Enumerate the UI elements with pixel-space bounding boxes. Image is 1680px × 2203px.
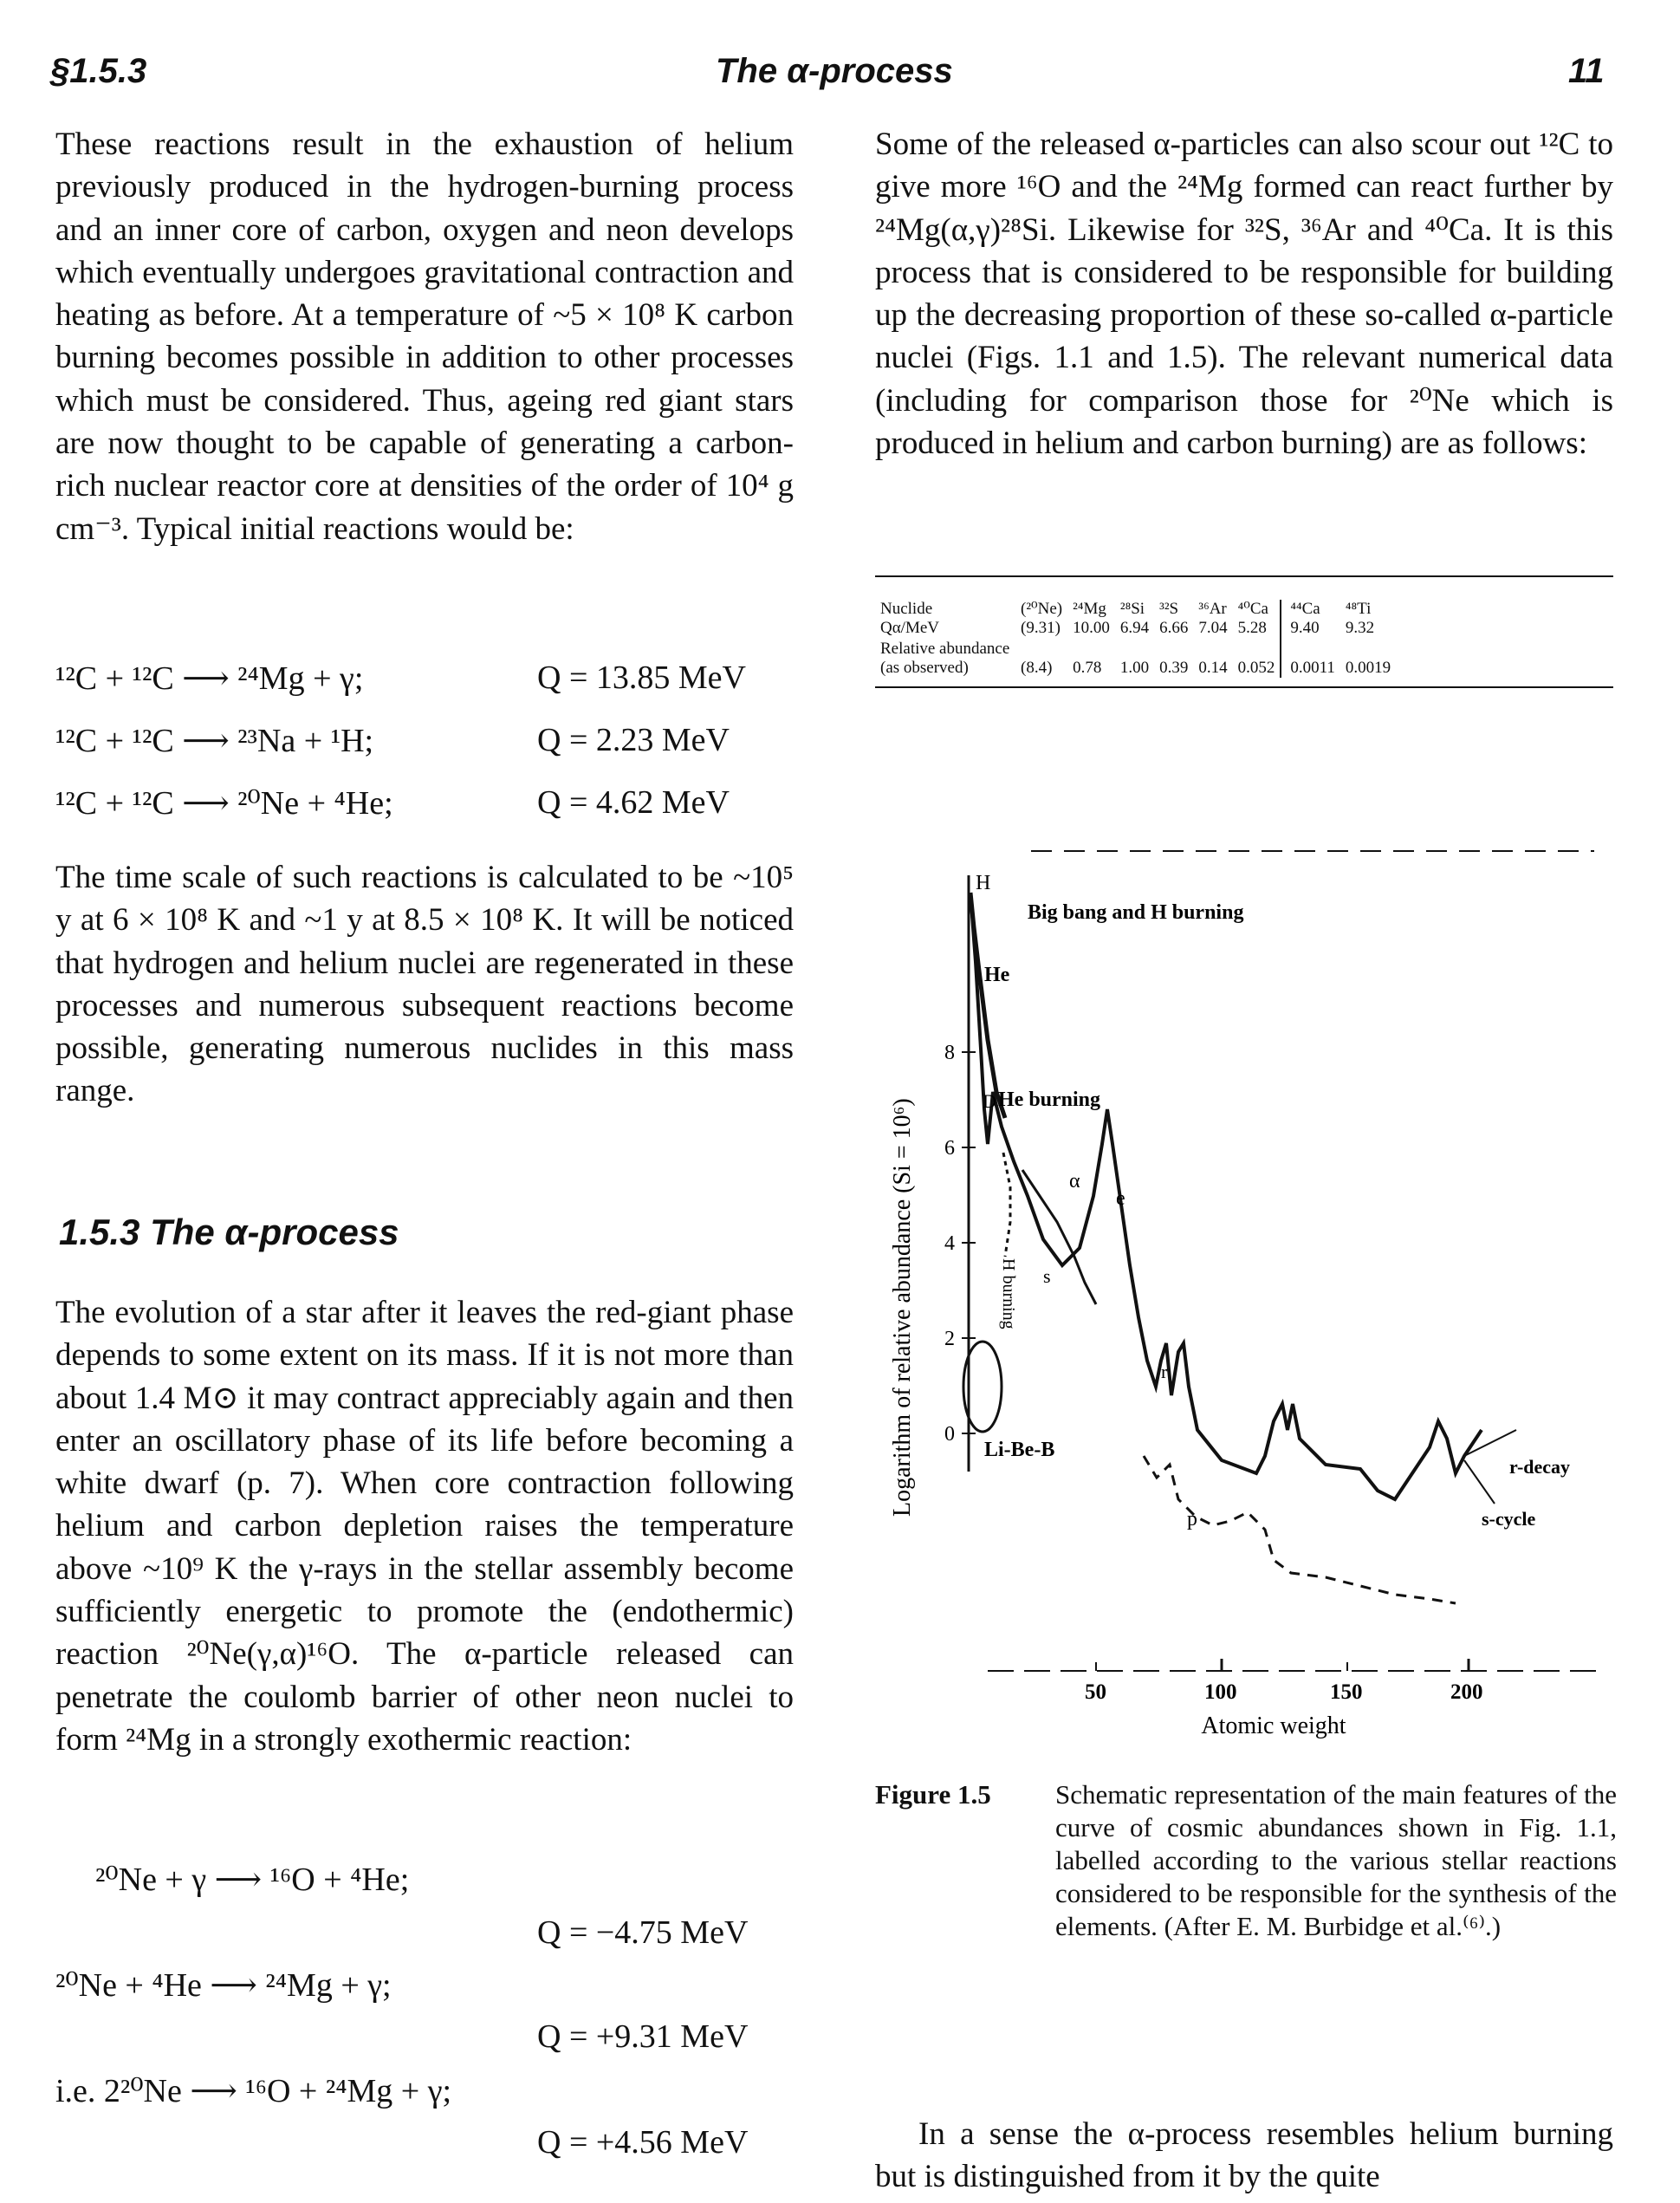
x-tick-label: 200 — [1450, 1680, 1483, 1704]
label-d: D — [983, 1090, 996, 1112]
reaction-2-q: Q = 2.23 MeV — [537, 722, 730, 758]
label-e: e — [1116, 1187, 1125, 1210]
running-title: The α-process — [716, 52, 953, 90]
label-he-burning: He burning — [998, 1089, 1100, 1111]
row-label: Qα/MeV — [880, 619, 940, 637]
h-burning-segment — [1002, 1152, 1012, 1257]
table-cell: 0.0011 — [1280, 638, 1340, 678]
label-p: p — [1187, 1508, 1197, 1530]
table-cell: 9.40 — [1280, 619, 1340, 638]
table-cell: 6.66 — [1159, 619, 1189, 637]
table-cell: ⁴⁸Ti — [1345, 600, 1372, 618]
label-big-bang: Big bang and H burning — [1028, 901, 1243, 924]
table-cell: 0.052 — [1237, 659, 1275, 677]
reaction-1: ¹²C + ¹²C ⟶ ²⁴Mg + γ; — [55, 660, 364, 697]
left-paragraph-2: The time scale of such reactions is calc… — [55, 856, 794, 1113]
row-label: Nuclide — [880, 600, 933, 618]
reaction-5-q: Q = +9.31 MeV — [537, 2018, 749, 2055]
table-cell: (²⁰Ne) — [1021, 600, 1063, 618]
table-row: Relative abundance (as observed) (8.4) 0… — [875, 638, 1396, 678]
y-tick-label: 0 — [944, 1423, 955, 1446]
table-cell: 6.94 — [1119, 619, 1150, 637]
label-alpha: α — [1069, 1170, 1080, 1192]
label-libeb: Li-Be-B — [984, 1439, 1054, 1461]
left-paragraph-3: The evolution of a star after it leaves … — [55, 1291, 794, 1761]
label-r-decay: r-decay — [1509, 1456, 1570, 1478]
label-he: He — [984, 964, 1010, 986]
x-axis-label: Atomic weight — [1201, 1712, 1346, 1739]
hhe-branch — [968, 892, 1008, 1119]
table-cell: 9.32 — [1345, 619, 1375, 637]
y-tick-label: 4 — [944, 1232, 955, 1255]
abundance-curve — [969, 892, 1483, 1502]
figure-label: Figure 1.5 — [875, 1779, 991, 1810]
label-h-burning: H burning — [999, 1258, 1018, 1329]
reaction-6: i.e. 2²⁰Ne ⟶ ¹⁶O + ²⁴Mg + γ; — [55, 2073, 452, 2109]
table-cell: ⁴⁰Ca — [1237, 600, 1268, 618]
reaction-3-q: Q = 4.62 MeV — [537, 784, 730, 821]
table-cell: 10.00 — [1073, 619, 1110, 637]
abundance-figure: 8 6 4 2 0 Logarithm of relative abundanc… — [889, 850, 1603, 1739]
table-cell: 1.00 — [1119, 659, 1150, 677]
paragraph-text: In a sense the α-process resembles heliu… — [875, 2116, 1613, 2195]
table-cell: 0.39 — [1159, 659, 1189, 677]
figure-caption: Schematic representation of the main fea… — [1055, 1779, 1617, 1941]
table-cell: (8.4) — [1021, 659, 1053, 677]
table-cell: ⁴⁴Ca — [1280, 600, 1340, 619]
s-cycle-arrow — [1463, 1459, 1495, 1504]
reaction-3: ¹²C + ¹²C ⟶ ²⁰Ne + ⁴He; — [55, 785, 393, 822]
table-cell: 0.0019 — [1345, 659, 1391, 677]
p-process-curve — [1142, 1455, 1456, 1605]
paragraph-text: These reactions result in the exhaustion… — [55, 127, 794, 547]
x-tick-label: 100 — [1204, 1680, 1237, 1704]
reaction-4-q: Q = −4.75 MeV — [537, 1914, 749, 1951]
label-h: H — [976, 872, 990, 894]
label-s: s — [1043, 1265, 1051, 1287]
table-cell: ³²S — [1159, 600, 1179, 618]
table-row: Nuclide (²⁰Ne) ²⁴Mg ²⁸Si ³²S ³⁶Ar ⁴⁰Ca ⁴… — [875, 600, 1396, 619]
label-s-cycle: s-cycle — [1482, 1508, 1536, 1530]
label-r: r — [1161, 1361, 1168, 1382]
paragraph-text: The time scale of such reactions is calc… — [55, 860, 794, 1109]
left-paragraph-1: These reactions result in the exhaustion… — [55, 123, 794, 550]
reaction-1-q: Q = 13.85 MeV — [537, 660, 746, 696]
alpha-nuclei-table: Nuclide (²⁰Ne) ²⁴Mg ²⁸Si ³²S ³⁶Ar ⁴⁰Ca ⁴… — [875, 575, 1613, 688]
paragraph-text: The evolution of a star after it leaves … — [55, 1295, 794, 1758]
table-cell: 0.78 — [1073, 659, 1102, 677]
table-cell: 7.04 — [1198, 619, 1228, 637]
reaction-2: ¹²C + ¹²C ⟶ ²³Na + ¹H; — [55, 723, 374, 759]
reaction-4: ²⁰Ne + γ ⟶ ¹⁶O + ⁴He; — [95, 1862, 410, 1898]
table-cell: ³⁶Ar — [1198, 600, 1227, 618]
table-cell: 5.28 — [1237, 619, 1267, 637]
table-cell: (9.31) — [1021, 619, 1061, 637]
row-label: Relative abundance (as observed) — [880, 640, 1010, 677]
reaction-5: ²⁰Ne + ⁴He ⟶ ²⁴Mg + γ; — [55, 1967, 392, 2004]
alpha-branch — [1021, 1169, 1098, 1305]
section-number: §1.5.3 — [50, 52, 147, 90]
section-heading: 1.5.3 The α-process — [59, 1212, 399, 1252]
y-axis-label: Logarithm of relative abundance (Si = 10… — [889, 1098, 916, 1517]
y-tick-label: 6 — [944, 1137, 955, 1160]
libeb-loop — [962, 1340, 1003, 1433]
r-decay-arrow — [1463, 1429, 1517, 1457]
right-paragraph-1: Some of the released α-particles can als… — [875, 123, 1613, 465]
paragraph-text: Some of the released α-particles can als… — [875, 127, 1613, 462]
x-tick-label: 50 — [1085, 1680, 1106, 1704]
y-tick-label: 8 — [944, 1042, 955, 1064]
data-table: Nuclide (²⁰Ne) ²⁴Mg ²⁸Si ³²S ³⁶Ar ⁴⁰Ca ⁴… — [875, 600, 1396, 678]
y-tick-label: 2 — [944, 1328, 955, 1350]
reaction-6-q: Q = +4.56 MeV — [537, 2124, 749, 2161]
table-cell: 0.14 — [1198, 659, 1228, 677]
table-cell: ²⁸Si — [1119, 600, 1145, 618]
table-cell: ²⁴Mg — [1073, 600, 1106, 618]
right-paragraph-2: In a sense the α-process resembles heliu… — [875, 2113, 1613, 2199]
x-tick-label: 150 — [1330, 1680, 1363, 1704]
table-row: Qα/MeV (9.31) 10.00 6.94 6.66 7.04 5.28 … — [875, 619, 1396, 638]
page-number: 11 — [1568, 52, 1605, 90]
